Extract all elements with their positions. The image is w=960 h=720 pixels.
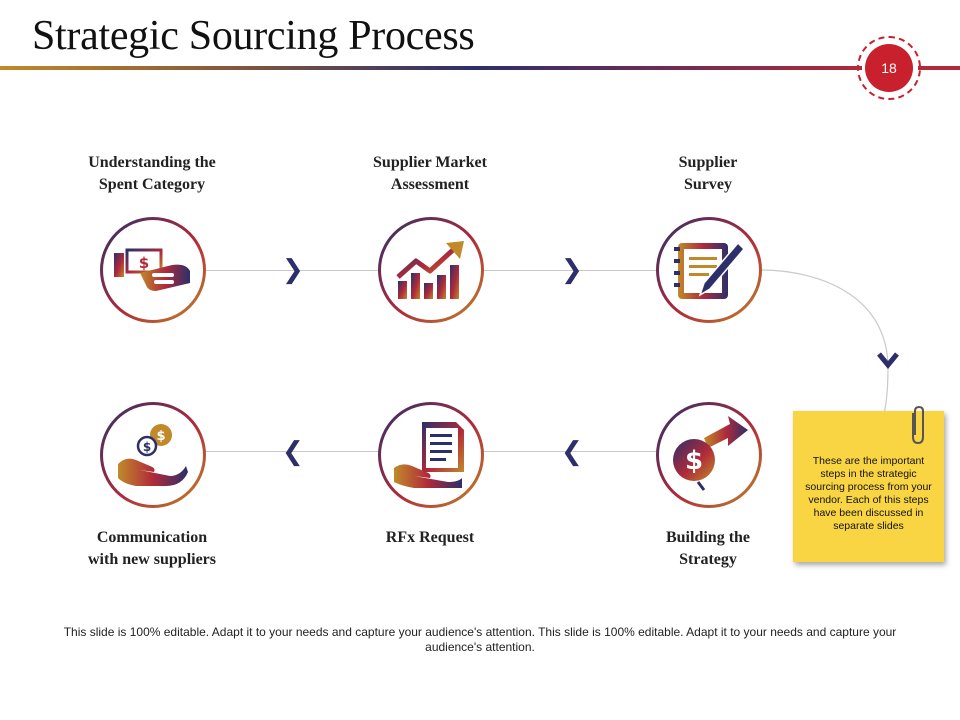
- step-circle-rfx-request: [378, 402, 484, 508]
- paperclip-icon: [912, 405, 924, 445]
- sticky-note: These are the important steps in the str…: [793, 405, 944, 562]
- step-circle-communication: $ $: [100, 402, 206, 508]
- page-number-badge: 18: [865, 44, 913, 92]
- growth-chart-icon: [396, 241, 464, 299]
- slide-title: Strategic Sourcing Process: [32, 13, 475, 59]
- svg-text:$: $: [156, 429, 165, 444]
- step-circle-market-assessment: [378, 217, 484, 323]
- chevron-right-icon: ❯: [561, 255, 583, 285]
- title-underline-end: [918, 66, 960, 70]
- chevron-right-icon: ❯: [282, 255, 304, 285]
- notepad-pen-icon: [674, 241, 746, 299]
- step-circle-supplier-survey: [656, 217, 762, 323]
- hand-coins-icon: $ $: [118, 424, 188, 486]
- svg-text:$: $: [685, 446, 703, 476]
- title-underline: [0, 66, 862, 70]
- cash-handshake-icon: $: [114, 248, 190, 291]
- connector-line: [483, 270, 657, 271]
- svg-text:$: $: [143, 440, 151, 454]
- svg-text:$: $: [139, 254, 149, 272]
- step-circle-understanding: $: [100, 217, 206, 323]
- step-label-rfx-request: RFx Request: [385, 529, 475, 546]
- footer-text: This slide is 100% editable. Adapt it to…: [63, 625, 897, 654]
- connector-line: [205, 451, 379, 452]
- page-number-ring: [857, 36, 921, 100]
- sticky-note-text: These are the important steps in the str…: [805, 455, 932, 532]
- chevron-down-icon: [877, 352, 899, 369]
- document-hand-icon: [394, 422, 464, 488]
- chevron-left-icon: ❮: [561, 437, 583, 467]
- step-circle-building-strategy: $: [656, 402, 762, 508]
- connector-line: [483, 451, 657, 452]
- chevron-left-icon: ❮: [282, 437, 304, 467]
- connector-line: [205, 270, 379, 271]
- dollar-magnifier-arrow-icon: $: [673, 416, 748, 491]
